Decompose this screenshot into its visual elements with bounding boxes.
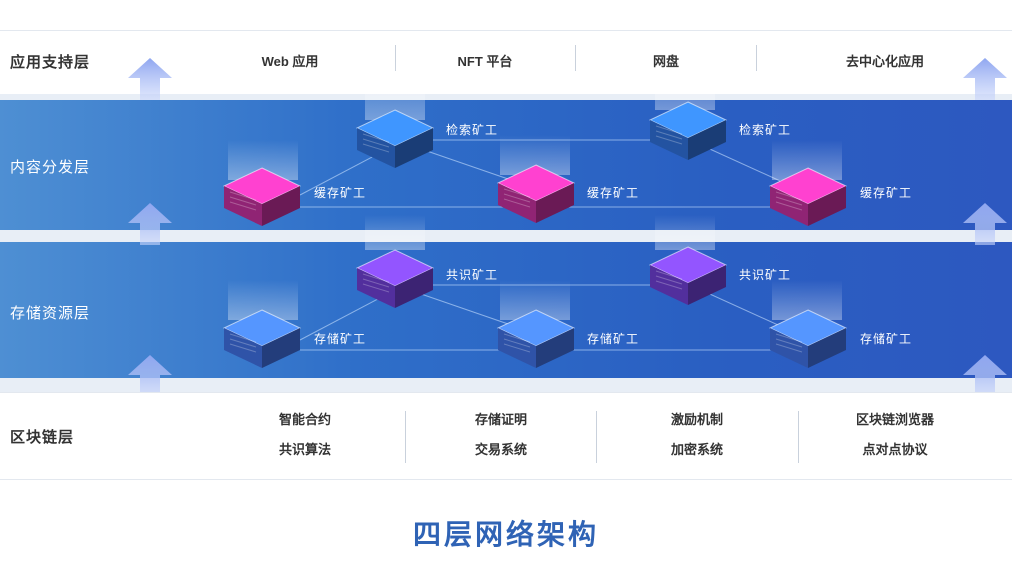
up-arrow-icons bbox=[128, 58, 1007, 397]
miner-network-graphic bbox=[128, 58, 1007, 397]
server-cube-icon bbox=[222, 167, 302, 226]
divider bbox=[756, 45, 757, 71]
blockchain-layer-bar: 区块链层 智能合约 共识算法 存储证明 交易系统 激励机制 加密系统 区块链浏览… bbox=[0, 392, 1012, 480]
server-cube-icon bbox=[355, 249, 435, 308]
chain-item: 共识算法 bbox=[278, 442, 331, 457]
app-item-nft: NFT 平台 bbox=[457, 54, 513, 69]
server-cube-icon bbox=[768, 167, 848, 226]
divider bbox=[798, 411, 799, 463]
band-frame bbox=[0, 378, 1012, 392]
application-layer-label: 应用支持层 bbox=[10, 54, 91, 71]
node-label-storage-1: 存储矿工 bbox=[314, 332, 367, 346]
chain-item: 激励机制 bbox=[670, 412, 723, 427]
up-arrow-icon bbox=[128, 203, 172, 245]
divider bbox=[395, 45, 396, 71]
server-cube-icon bbox=[648, 101, 728, 160]
up-arrow-icon bbox=[128, 58, 172, 100]
up-arrow-icon bbox=[963, 355, 1007, 397]
chain-item: 存储证明 bbox=[474, 412, 527, 427]
app-item-web: Web 应用 bbox=[261, 54, 319, 69]
chain-item: 交易系统 bbox=[474, 442, 527, 457]
chain-item: 加密系统 bbox=[670, 442, 723, 457]
node-label-retrieval-2: 检索矿工 bbox=[739, 123, 792, 137]
node-label-cache-2: 缓存矿工 bbox=[587, 186, 640, 200]
content-layer-label: 内容分发层 bbox=[10, 159, 91, 176]
chain-item: 区块链浏览器 bbox=[855, 412, 934, 427]
up-arrow-icon bbox=[128, 355, 172, 397]
blockchain-layer-label: 区块链层 bbox=[10, 429, 75, 446]
chain-column-1: 智能合约 共识算法 bbox=[210, 405, 400, 465]
band-frame bbox=[0, 230, 1012, 236]
server-cube-icon bbox=[496, 164, 576, 223]
band-frame bbox=[0, 236, 1012, 242]
data-stream-effects bbox=[228, 60, 842, 320]
chain-column-4: 区块链浏览器 点对点协议 bbox=[800, 405, 990, 465]
chain-item: 点对点协议 bbox=[862, 442, 928, 457]
divider bbox=[405, 411, 406, 463]
divider bbox=[575, 45, 576, 71]
server-cube-icon bbox=[648, 246, 728, 305]
server-cube-icon bbox=[496, 309, 576, 368]
app-item-dapp: 去中心化应用 bbox=[845, 54, 924, 69]
node-label-cache-3: 缓存矿工 bbox=[860, 186, 913, 200]
node-label-retrieval-1: 检索矿工 bbox=[446, 123, 499, 137]
chain-item: 智能合约 bbox=[278, 412, 331, 427]
up-arrow-icon bbox=[963, 203, 1007, 245]
server-cube-icon bbox=[222, 309, 302, 368]
miner-cubes bbox=[222, 101, 848, 368]
server-cube-icon bbox=[355, 109, 435, 168]
chain-column-3: 激励机制 加密系统 bbox=[602, 405, 792, 465]
node-label-storage-2: 存储矿工 bbox=[587, 332, 640, 346]
band-frame bbox=[0, 94, 1012, 100]
node-label-storage-3: 存储矿工 bbox=[860, 332, 913, 346]
application-layer-bar: 应用支持层 Web 应用 NFT 平台 网盘 去中心化应用 bbox=[0, 30, 1012, 100]
node-label-consensus-1: 共识矿工 bbox=[446, 268, 499, 282]
storage-layer-label: 存储资源层 bbox=[10, 305, 91, 322]
node-label-consensus-2: 共识矿工 bbox=[739, 268, 792, 282]
diagram-title: 四层网络架构 bbox=[412, 519, 599, 550]
server-cube-icon bbox=[768, 309, 848, 368]
up-arrow-icon bbox=[963, 58, 1007, 100]
node-label-cache-1: 缓存矿工 bbox=[314, 186, 367, 200]
chain-column-2: 存储证明 交易系统 bbox=[406, 405, 596, 465]
divider bbox=[596, 411, 597, 463]
